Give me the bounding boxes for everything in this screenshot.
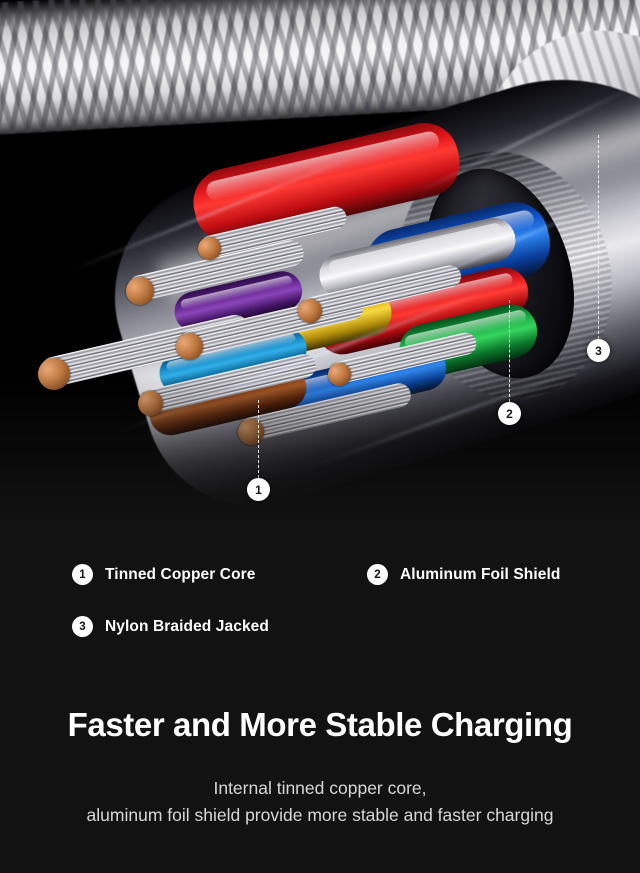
legend-item-aluminum-foil-shield: 2 Aluminum Foil Shield bbox=[367, 564, 560, 585]
headline: Faster and More Stable Charging bbox=[67, 706, 573, 743]
legend-label-2: Aluminum Foil Shield bbox=[400, 565, 561, 583]
photo-marker-2: 2 bbox=[498, 402, 521, 425]
subcopy: Internal tinned copper core, aluminum fo… bbox=[0, 775, 640, 829]
legend-badge-3: 3 bbox=[72, 616, 93, 637]
subcopy-line-2: aluminum foil shield provide more stable… bbox=[86, 805, 554, 825]
leader-line-1 bbox=[258, 400, 259, 478]
photo-marker-1: 1 bbox=[247, 478, 270, 501]
subcopy-line-1: Internal tinned copper core, bbox=[213, 778, 427, 798]
legend-label-3: Nylon Braided Jacked bbox=[105, 617, 269, 635]
photo-marker-3: 3 bbox=[587, 339, 610, 362]
legend-label-1: Tinned Copper Core bbox=[105, 565, 256, 583]
cable-cutaway-photo: 1 2 3 bbox=[0, 0, 640, 545]
legend-badge-1: 1 bbox=[72, 564, 93, 585]
legend-item-tinned-copper-core: 1 Tinned Copper Core bbox=[72, 564, 256, 585]
leader-line-3 bbox=[598, 135, 599, 339]
legend-item-nylon-braided-jacket: 3 Nylon Braided Jacked bbox=[72, 616, 269, 637]
legend-badge-2: 2 bbox=[367, 564, 388, 585]
leader-line-2 bbox=[509, 300, 510, 402]
